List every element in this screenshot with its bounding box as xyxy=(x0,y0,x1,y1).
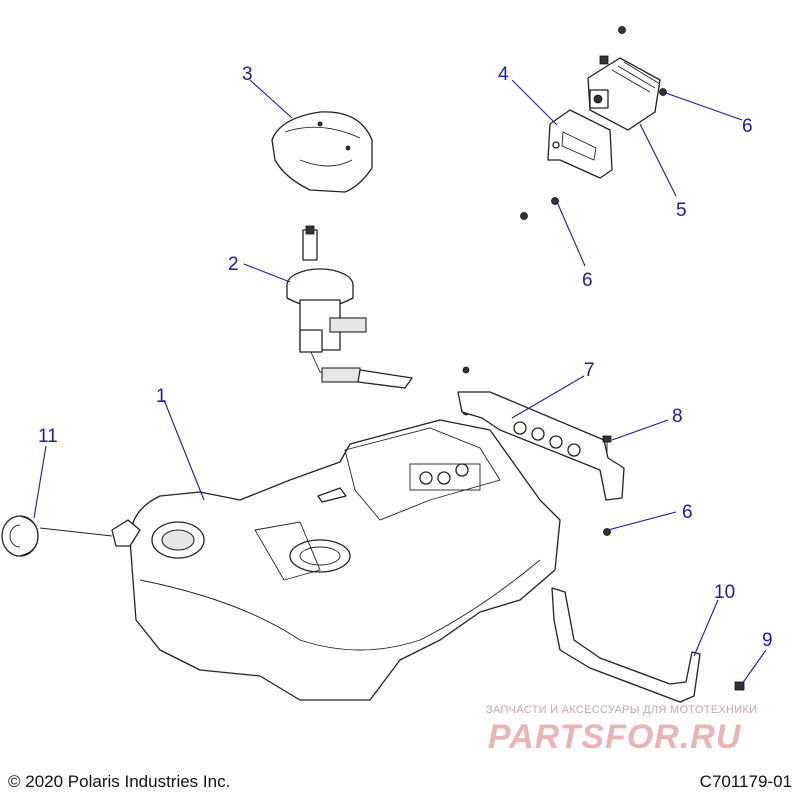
callout-4: 4 xyxy=(498,64,509,85)
drawing-number: C701179-01 xyxy=(699,772,792,791)
part-fuel-pump-module xyxy=(587,55,661,131)
callout-6-middle: 6 xyxy=(582,270,593,291)
part-bolt-9 xyxy=(734,681,745,691)
callout-1: 1 xyxy=(156,386,167,407)
callout-2: 2 xyxy=(228,254,239,275)
copyright-notice: © 2020 Polaris Industries Inc. xyxy=(8,772,231,791)
callout-9: 9 xyxy=(762,630,773,651)
watermark-tagline: ЗАПЧАСТИ И АКСЕССУАРЫ ДЛЯ МОТОТЕХНИКИ xyxy=(486,704,758,716)
part-fuel-cap xyxy=(1,515,141,557)
part-fuel-pump-cover xyxy=(271,111,373,193)
part-fuel-pump xyxy=(286,225,413,389)
part-tank-strap xyxy=(551,587,701,703)
part-fuel-tank xyxy=(129,419,561,701)
callout-7: 7 xyxy=(584,360,595,381)
watermark-brand: PARTSFOR.RU xyxy=(488,718,742,756)
callout-8: 8 xyxy=(672,406,683,427)
callout-6-lower: 6 xyxy=(682,502,693,523)
part-bolt-8 xyxy=(602,435,612,452)
callout-3: 3 xyxy=(242,64,253,85)
callout-5: 5 xyxy=(676,200,687,221)
part-module-bracket xyxy=(547,109,613,179)
callout-11: 11 xyxy=(38,426,58,447)
part-tank-bracket xyxy=(457,391,625,501)
callout-6-top: 6 xyxy=(742,116,753,137)
leader-lines xyxy=(33,79,767,685)
callout-10: 10 xyxy=(714,582,735,603)
